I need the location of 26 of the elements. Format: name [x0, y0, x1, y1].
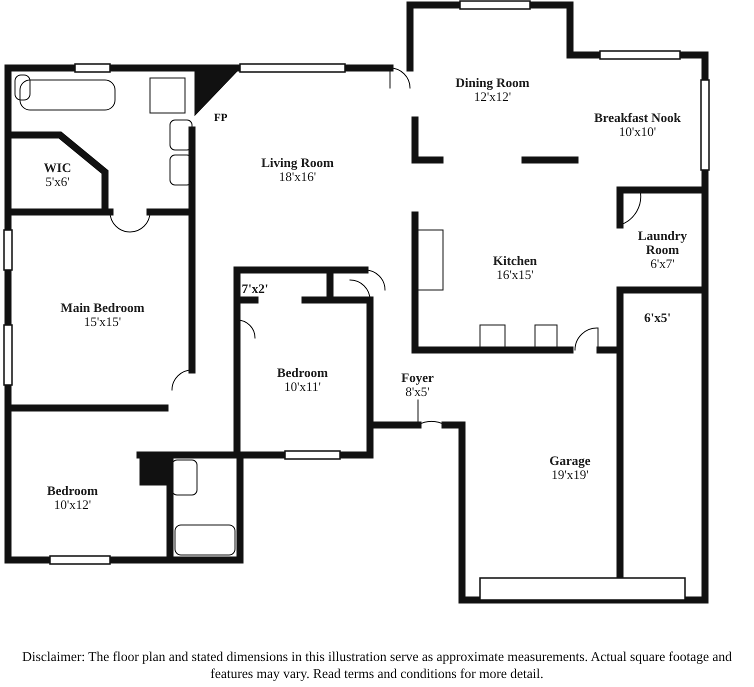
room-dimensions: 6'x7': [650, 257, 675, 271]
room-dimensions: 18'x16': [278, 170, 316, 184]
room-name: Bedroom: [276, 366, 328, 380]
room-dimensions: 15'x15': [84, 315, 122, 329]
room-name: Kitchen: [492, 254, 538, 268]
disclaimer-text: Disclaimer: The floor plan and stated dimensions in this illustration serve as approximate measurements. Actual square footage and features may vary. Read terms and conditions for more detail.: [21, 648, 733, 682]
room-dimensions: 10'x11': [284, 380, 321, 394]
room-dimensions: 16'x15': [496, 268, 534, 282]
room-name: Dining Room: [455, 76, 530, 90]
room-name: Garage: [549, 454, 591, 468]
room-name: WIC: [44, 161, 72, 175]
room-name: Bedroom: [46, 484, 98, 498]
room-name: Main Bedroom: [60, 301, 144, 315]
room-dimensions: 19'x19': [551, 468, 589, 482]
room-dimensions: 12'x12': [474, 90, 512, 104]
room-name: Breakfast Nook: [594, 111, 681, 125]
room-dimensions: 10'x12': [54, 498, 92, 512]
room-dimensions: 7'x2': [242, 282, 268, 296]
room-name: Laundry Room: [636, 229, 688, 257]
fireplace-label: FP: [212, 112, 230, 124]
room-name: Foyer: [401, 371, 434, 385]
room-name: Living Room: [261, 156, 334, 170]
room-dimensions: 6'x5': [644, 310, 671, 324]
room-dimensions: 5'x6': [45, 175, 70, 189]
room-dimensions: 10'x10': [618, 125, 656, 139]
room-dimensions: 8'x5': [405, 385, 430, 399]
